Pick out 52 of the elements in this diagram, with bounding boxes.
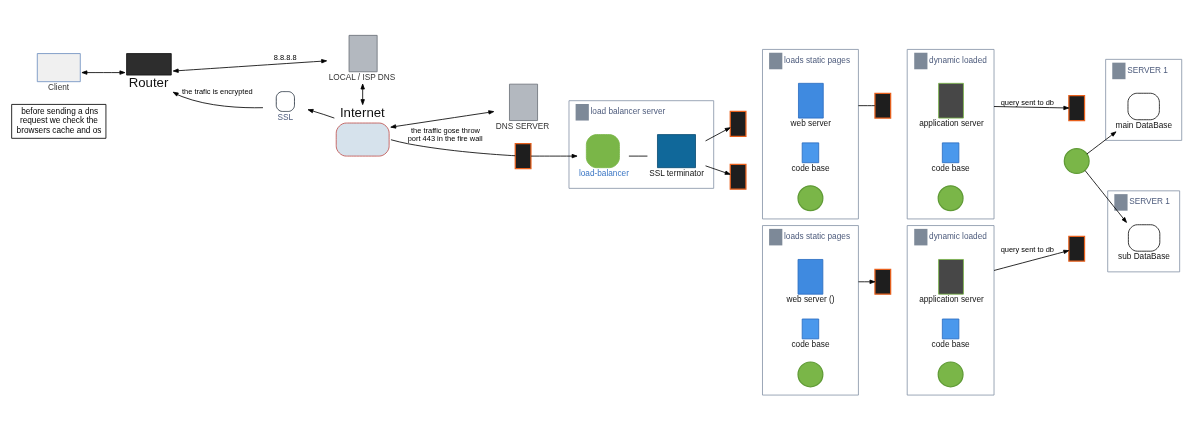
node-box [514, 142, 532, 169]
node-label: DNS SERVER [495, 121, 550, 131]
arrow [360, 83, 365, 105]
arrow [1086, 130, 1117, 154]
arrow [81, 69, 126, 75]
node-circle [797, 184, 824, 211]
node-label: code base [931, 339, 970, 349]
arrow [705, 126, 731, 141]
node-label: Router [128, 74, 169, 90]
node-label: SSL terminator [649, 168, 704, 178]
node-label: web server () [786, 294, 835, 304]
arrow [993, 105, 1070, 110]
node-label: application server [919, 118, 984, 128]
node-circle [937, 184, 964, 211]
arrow [530, 153, 578, 158]
node-box [1068, 235, 1086, 262]
node-circle [1063, 147, 1090, 174]
arrow [172, 91, 264, 108]
edge-label: query sent to db [1000, 97, 1054, 107]
edge-label: query sent to db [1000, 244, 1054, 254]
node-box [729, 163, 747, 190]
arrow [390, 109, 495, 129]
node-circle [797, 360, 824, 387]
node-label: sub DataBase [1118, 251, 1170, 261]
arrow [172, 58, 328, 73]
node-label: Internet [339, 104, 385, 120]
node-label: web server [790, 118, 831, 128]
node-box [874, 268, 892, 295]
node-label: LOCAL / ISP DNS [328, 72, 396, 82]
edge-label: the trafic is encrypted [182, 86, 253, 96]
arrow [858, 279, 876, 284]
node-label: SSL [277, 112, 294, 122]
node-label: code base [931, 163, 970, 173]
arrow [705, 164, 731, 175]
node-label: Client [48, 82, 70, 92]
node-label: application server [919, 294, 984, 304]
arrow [307, 108, 335, 118]
node-label: main DataBase [1115, 120, 1172, 130]
node-label: code base [791, 339, 830, 349]
edge-label: the traffic gose throw port 443 in the fire wall [407, 125, 483, 143]
node-box [874, 92, 892, 119]
connector [858, 104, 876, 106]
node-box: before sending a dns request we check the browsers cache and os [11, 103, 107, 139]
node-box [1068, 94, 1086, 121]
arrow [993, 249, 1070, 271]
node-label: code base [791, 163, 830, 173]
node-label: load-balancer [578, 168, 629, 178]
node-circle [937, 360, 964, 387]
edge-label: 8.8.8.8 [273, 52, 297, 62]
connector [390, 138, 516, 156]
node-box [729, 110, 747, 137]
arrow [1084, 169, 1127, 223]
